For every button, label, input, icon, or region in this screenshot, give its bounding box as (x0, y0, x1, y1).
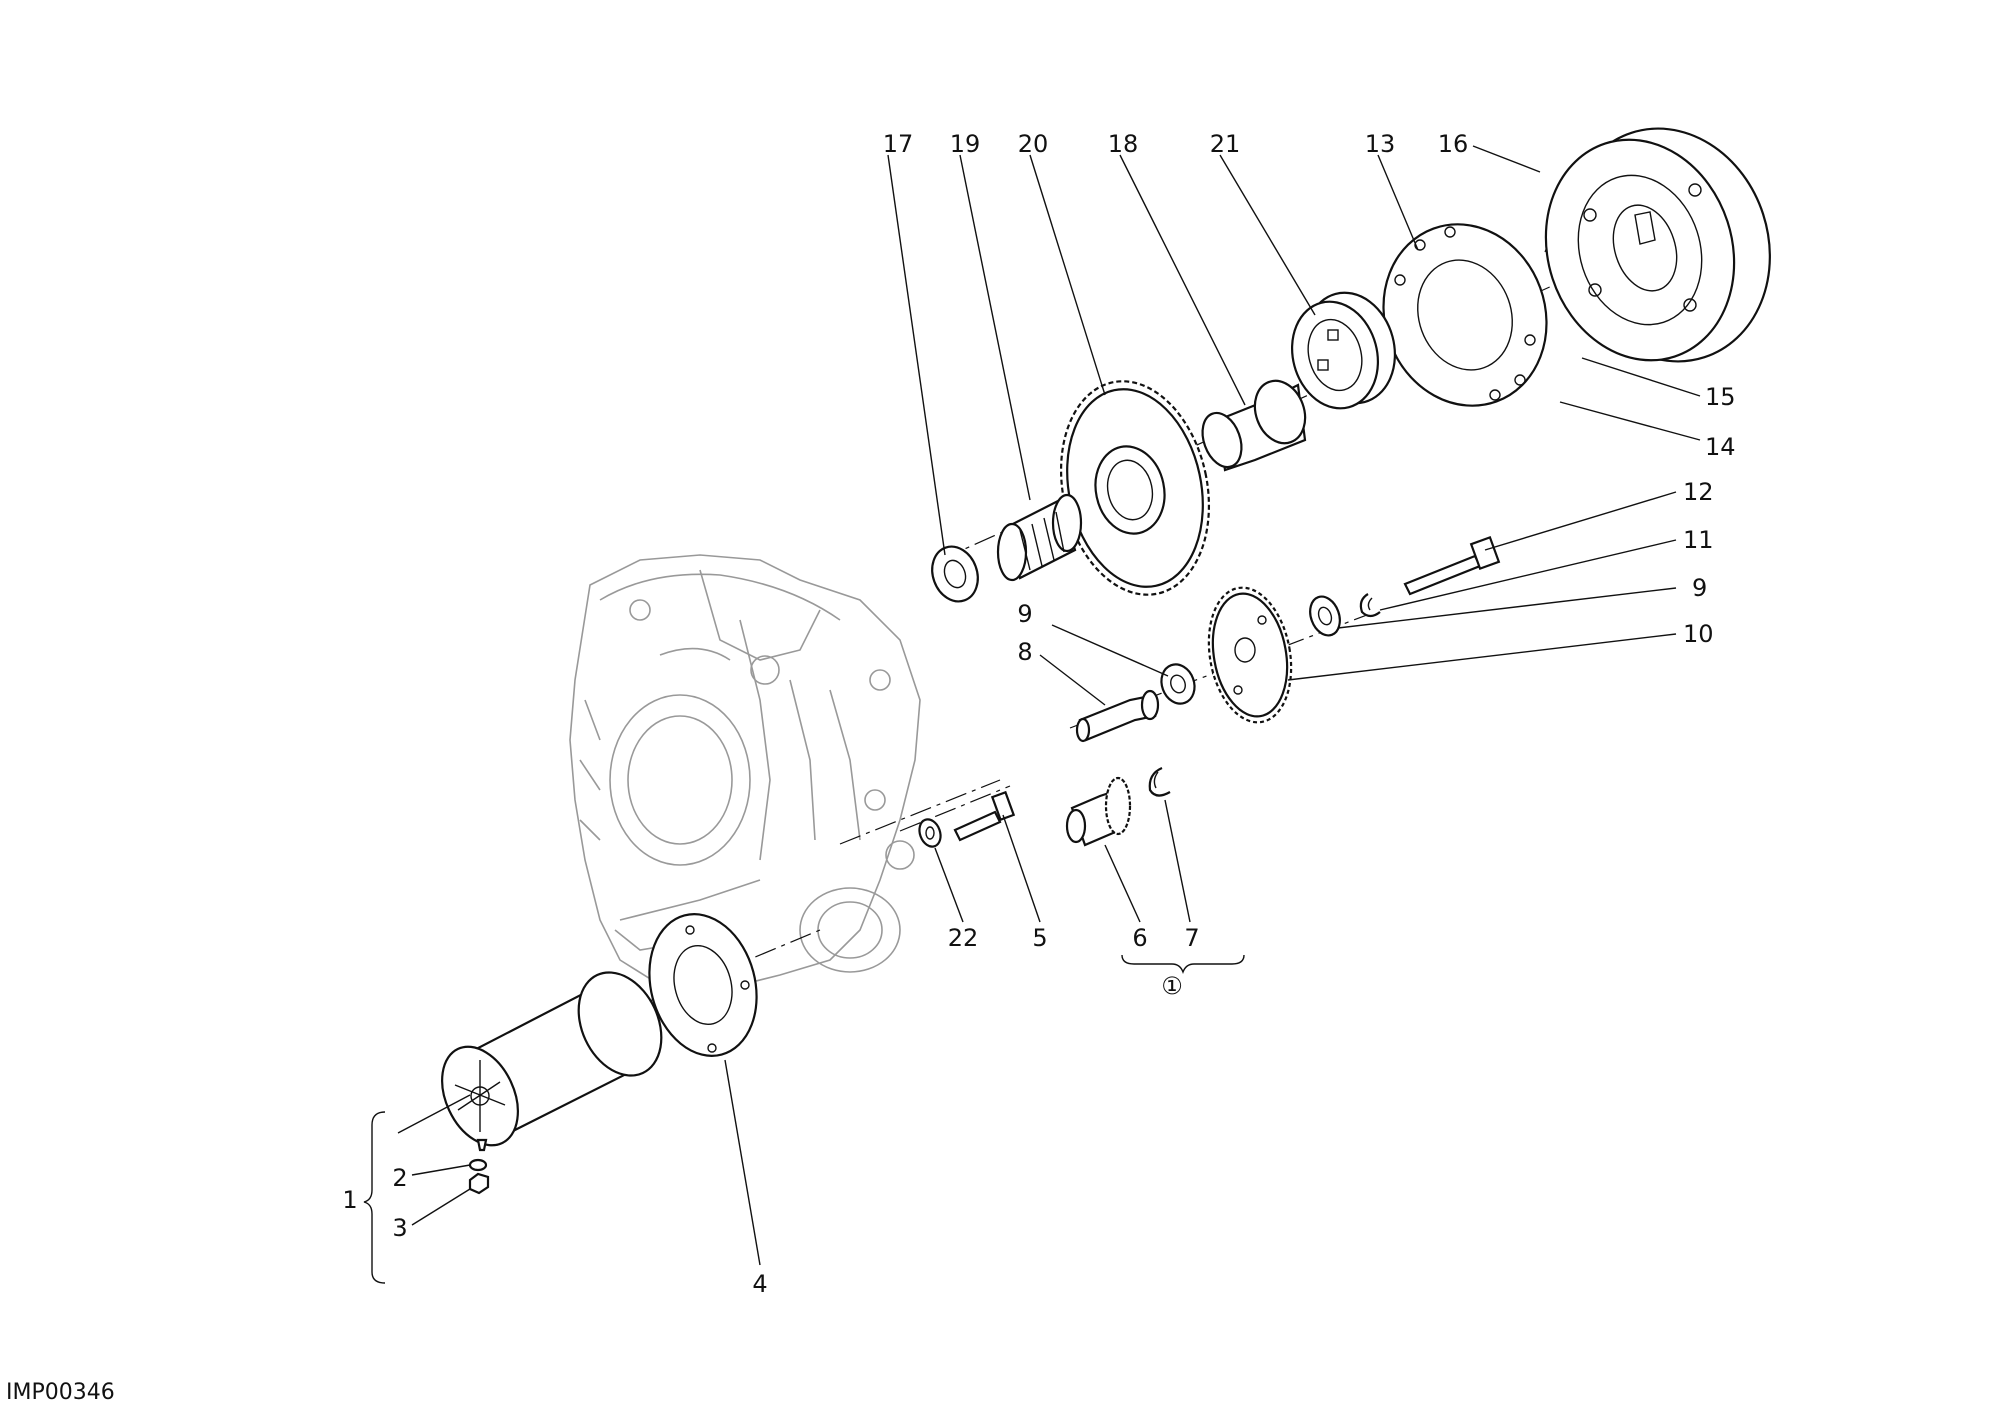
part-5-screw (953, 790, 1016, 842)
part-10-intermediate-gear (1207, 586, 1293, 724)
part-12-bolt (1403, 535, 1501, 596)
callout-15: 15 (1705, 383, 1736, 411)
part-21-freewheel (1290, 291, 1397, 410)
leader-lines (397, 145, 1701, 1266)
callout-10: 10 (1683, 620, 1714, 648)
drawing-code: IMP00346 (6, 1380, 115, 1405)
bracket-part-1 (363, 1111, 386, 1284)
bracket-kit-6-7 (1121, 954, 1245, 974)
callout-9-right: 9 (1692, 574, 1707, 602)
callout-4: 4 (752, 1270, 767, 1298)
part-9-washer-left (1160, 663, 1196, 705)
part-9-washer-right (1309, 595, 1341, 637)
part-4-gasket (648, 913, 758, 1057)
callout-16: 16 (1438, 130, 1469, 158)
part-6-pinion (1065, 776, 1132, 847)
kit-symbol: ① (1161, 972, 1183, 1000)
callout-18: 18 (1108, 130, 1139, 158)
callout-11: 11 (1683, 526, 1714, 554)
part-7-circlip (1148, 766, 1171, 797)
part-2-washer (468, 1158, 488, 1172)
callout-3: 3 (392, 1214, 407, 1242)
callout-6: 6 (1132, 924, 1147, 952)
part-3-nut (468, 1172, 490, 1195)
callout-9-left: 9 (1017, 600, 1032, 628)
callout-14: 14 (1705, 433, 1736, 461)
callout-17: 17 (883, 130, 914, 158)
part-8-shaft (1075, 689, 1160, 743)
callout-5: 5 (1032, 924, 1047, 952)
callout-21: 21 (1210, 130, 1241, 158)
callout-7: 7 (1184, 924, 1199, 952)
callout-22: 22 (948, 924, 979, 952)
callout-8: 8 (1017, 638, 1032, 666)
part-13-plate (1382, 223, 1548, 407)
callout-1: 1 (342, 1186, 357, 1214)
callout-12: 12 (1683, 478, 1714, 506)
callout-19: 19 (950, 130, 981, 158)
part-18-bushing (1201, 379, 1307, 472)
part-22-washer (918, 818, 942, 848)
part-16-flywheel (1544, 127, 1771, 363)
part-11-clip (1359, 593, 1381, 618)
callout-2: 2 (392, 1164, 407, 1192)
part-17-washer (931, 545, 979, 603)
crankcase-outline (569, 554, 921, 991)
part-19-needle-bearing (996, 493, 1083, 582)
part-20-large-gear (1059, 380, 1211, 596)
callout-labels: 17 19 20 18 21 13 16 15 14 12 11 9 10 9 … (342, 130, 1735, 1298)
callout-13: 13 (1365, 130, 1396, 158)
callout-20: 20 (1018, 130, 1049, 158)
part-1-starter-motor (441, 971, 663, 1152)
